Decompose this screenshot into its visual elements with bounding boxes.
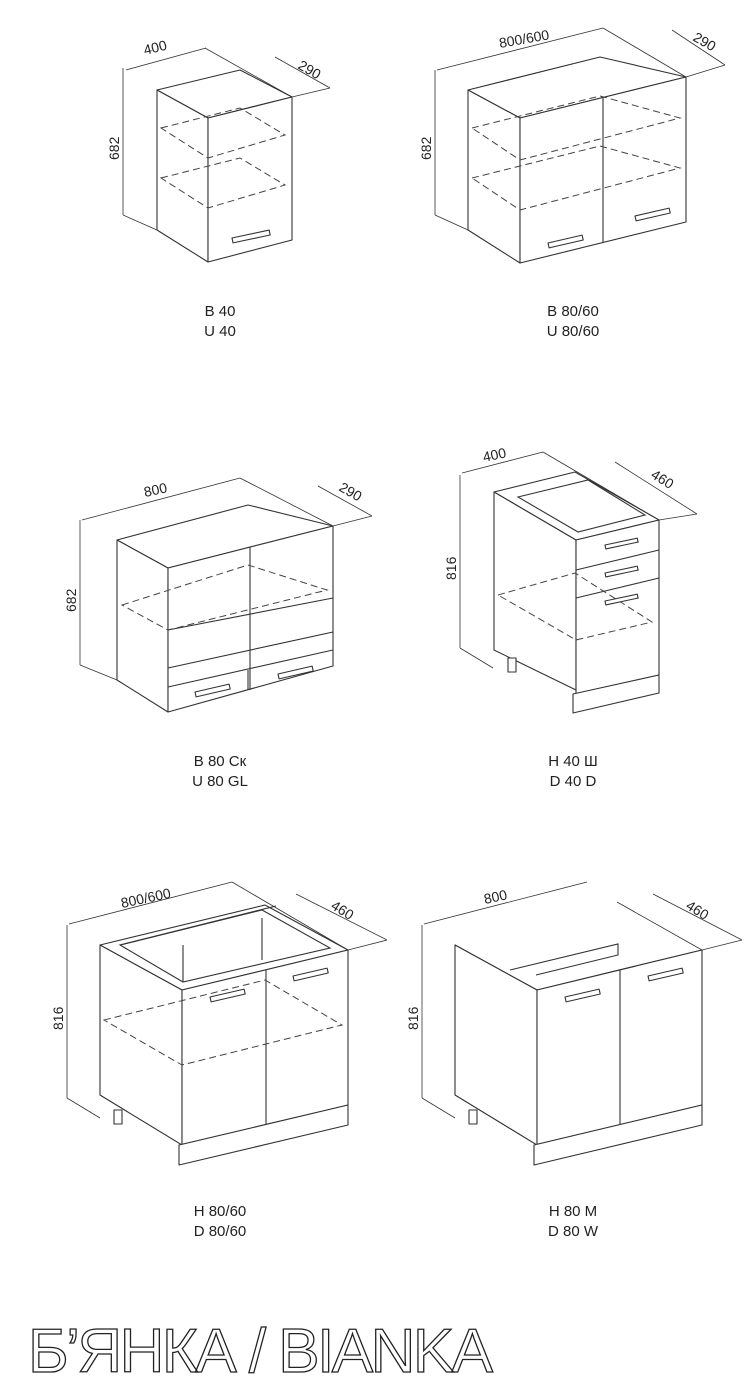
depth-dimension: 290 <box>691 29 719 55</box>
cabinet-code-ua: Н 40 Ш <box>548 753 598 770</box>
depth-dimension: 460 <box>328 897 356 923</box>
width-dimension: 800 <box>142 479 168 500</box>
width-dimension: 800/600 <box>498 26 551 51</box>
cabinet-code-en: D 80 W <box>548 1223 599 1240</box>
cabinet-b40: 400 290 682 <box>106 37 331 263</box>
cabinet-code-en: U 80/60 <box>547 323 600 340</box>
cabinet-b80-60: 800/600 290 682 <box>418 26 726 264</box>
height-dimension: 816 <box>405 1006 421 1030</box>
width-dimension: 400 <box>142 37 169 58</box>
cabinet-h40: 400 460 816 <box>443 444 698 714</box>
height-dimension: 816 <box>50 1006 66 1030</box>
depth-dimension: 290 <box>337 479 365 505</box>
cabinet-h80-60: 800/600 460 816 <box>50 881 388 1166</box>
cabinet-code-ua: Н 80 М <box>549 1203 597 1220</box>
cabinet-h80m: 800 460 816 <box>405 881 743 1166</box>
depth-dimension: 460 <box>683 897 711 923</box>
cabinet-code-ua: В 40 <box>205 303 236 320</box>
depth-dimension: 460 <box>648 466 676 492</box>
width-dimension: 800/600 <box>119 885 172 911</box>
depth-dimension: 290 <box>296 57 324 83</box>
height-dimension: 682 <box>418 136 434 160</box>
width-dimension: 400 <box>481 444 507 465</box>
cabinet-code-en: U 40 <box>204 323 236 340</box>
width-dimension: 800 <box>482 886 508 907</box>
height-dimension: 816 <box>443 556 459 580</box>
cabinet-code-ua: В 80/60 <box>547 303 599 320</box>
cabinet-code-ua: Н 80/60 <box>194 1203 247 1220</box>
cabinet-code-en: D 40 D <box>550 773 597 790</box>
cabinet-code-en: D 80/60 <box>194 1223 247 1240</box>
cabinet-code-ua: В 80 Ск <box>194 753 247 770</box>
cabinet-b80-gl: 800 290 682 <box>63 477 373 713</box>
height-dimension: 682 <box>106 136 122 160</box>
cabinet-code-en: U 80 GL <box>192 773 248 790</box>
height-dimension: 682 <box>63 588 79 612</box>
collection-title: Б’ЯНКА / BIANKA <box>28 1317 494 1386</box>
